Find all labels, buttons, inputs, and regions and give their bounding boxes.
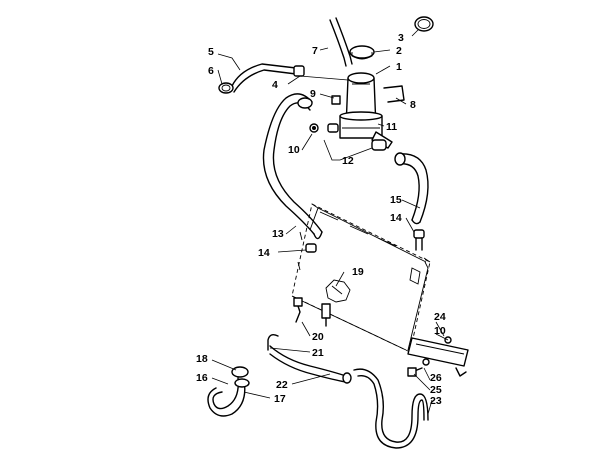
callout-6: 6 (208, 65, 214, 77)
lower-clamps (305, 229, 425, 253)
callout-9: 9 (310, 88, 316, 100)
upper-right-hose (394, 152, 429, 225)
callout-10-lower: 10 (434, 325, 446, 337)
callout-26: 26 (430, 372, 442, 384)
callout-19: 19 (352, 266, 364, 278)
callout-25: 25 (430, 384, 442, 396)
callout-23: 23 (430, 395, 442, 407)
callout-labels: 1 2 3 4 5 6 7 8 9 10 10 11 12 13 14 14 1… (196, 32, 446, 407)
radiator-decal (325, 279, 351, 303)
callout-20: 20 (312, 331, 324, 343)
callout-24: 24 (434, 311, 446, 323)
small-bypass-hose (207, 366, 250, 417)
callout-21: 21 (312, 347, 324, 359)
callout-13: 13 (272, 228, 284, 240)
overflow-bottle (339, 72, 393, 149)
clamp-ring (414, 16, 434, 32)
upper-left-hose (262, 93, 323, 240)
hose-clamps (327, 123, 387, 151)
lower-hose-assembly (267, 297, 429, 449)
fittings (309, 95, 341, 133)
leader-lines (211, 29, 449, 415)
callout-3: 3 (398, 32, 404, 44)
overflow-hose (218, 63, 305, 94)
callout-18: 18 (196, 353, 208, 365)
callout-16: 16 (196, 372, 208, 384)
callout-8: 8 (410, 99, 416, 111)
callout-12: 12 (342, 155, 354, 167)
callout-15: 15 (390, 194, 402, 206)
callout-7: 7 (312, 45, 318, 57)
callout-1: 1 (396, 61, 402, 73)
callout-10-upper: 10 (288, 144, 300, 156)
radiator (291, 203, 431, 353)
callout-11: 11 (386, 121, 397, 133)
callout-22: 22 (276, 379, 288, 391)
callout-14-right: 14 (390, 212, 402, 224)
callout-14-left: 14 (258, 247, 270, 259)
mounting-bracket (407, 336, 469, 377)
callout-4: 4 (272, 79, 278, 91)
vent-hose (329, 17, 353, 67)
bracket (383, 85, 405, 103)
callout-17: 17 (274, 393, 286, 405)
callout-5: 5 (208, 46, 214, 58)
bottle-cap (349, 45, 375, 60)
callout-2: 2 (396, 45, 402, 57)
